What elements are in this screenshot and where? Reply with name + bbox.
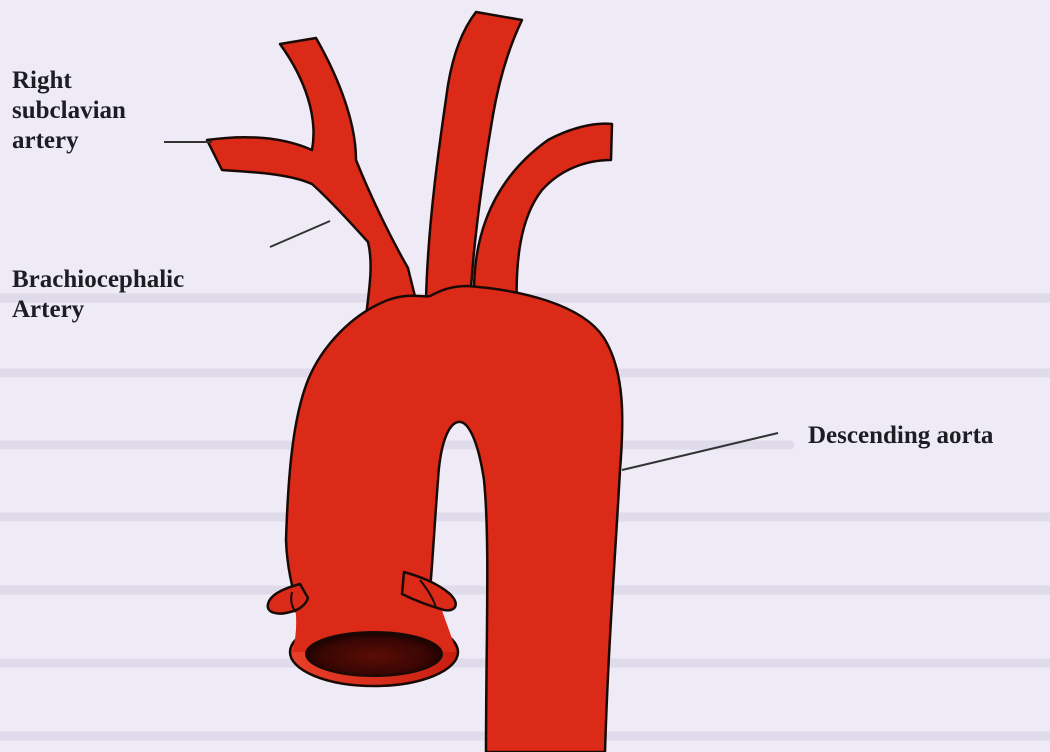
label-line: artery	[12, 126, 126, 156]
leader-descending-aorta	[622, 433, 778, 470]
label-line: Artery	[12, 295, 184, 325]
label-line: Right	[12, 66, 126, 96]
label-line: Brachiocephalic	[12, 265, 184, 295]
label-descending-aorta: Descending aorta	[808, 421, 993, 451]
aortic-lumen	[306, 632, 442, 676]
left-subclavian-artery	[474, 124, 612, 312]
leader-brachiocephalic	[270, 221, 330, 247]
brachiocephalic-artery	[207, 38, 420, 316]
label-line: subclavian	[12, 96, 126, 126]
label-brachiocephalic-artery: Brachiocephalic Artery	[12, 265, 184, 325]
label-right-subclavian-artery: Right subclavian artery	[12, 66, 126, 156]
